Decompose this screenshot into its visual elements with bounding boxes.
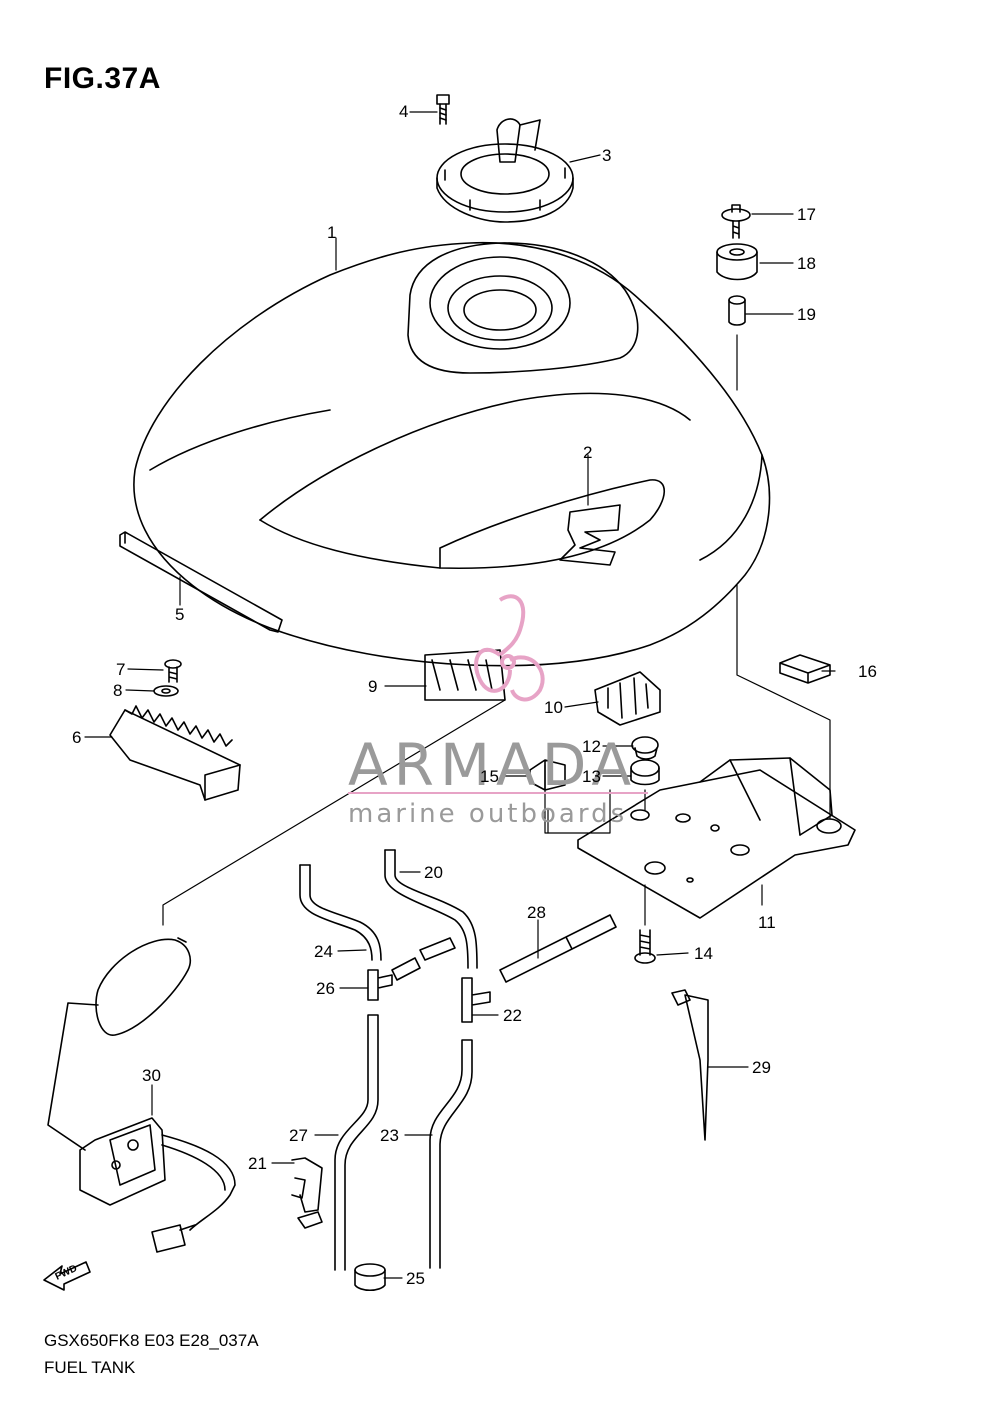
fuel-cap-part [436,118,574,223]
dashed-boxes [544,764,611,834]
forward-arrow-icon [43,1261,91,1291]
callout-5: 5 [175,605,184,624]
callout-26: 26 [316,979,335,998]
pad-part [779,654,831,684]
hose-ends [299,849,396,866]
screw-part [164,659,182,683]
watermark: ARMADA marine outboards [348,594,648,829]
callout-10: 10 [544,698,563,717]
hose-part-24 [299,864,382,961]
tie-part [671,989,709,1141]
forward-label: FWD [54,1263,79,1283]
diagram-code: GSX650FK8 E03 E28_037A [44,1331,259,1350]
callout-23: 23 [380,1126,399,1145]
hose-part-23 [429,1039,473,1269]
clamp-part [291,1157,323,1229]
callout-16: 16 [858,662,877,681]
leader-lines [84,111,836,1279]
callout-21: 21 [248,1154,267,1173]
cap-bolt-part [436,94,450,125]
callout-27: 27 [289,1126,308,1145]
callout-28: 28 [527,903,546,922]
mount-cushion-part [716,243,758,281]
callout-13: 13 [582,767,601,786]
callout-6: 6 [72,728,81,747]
t-joint-part [367,969,393,1001]
callout-8: 8 [113,681,122,700]
tank-bracket-part [109,705,241,801]
hose-part-27 [334,1014,379,1271]
hose-part-20 [384,849,478,969]
fuel-gauge-part [47,937,236,1253]
callout-15: 15 [480,767,499,786]
watermark-tagline: marine outboards [348,799,627,829]
pipe-part-28 [499,914,617,983]
callout-4: 4 [399,102,408,121]
cushion-part-2 [594,671,661,726]
callout-25: 25 [406,1269,425,1288]
grommet-part [631,736,659,760]
callout-2: 2 [583,443,592,462]
callout-18: 18 [797,254,816,273]
tank-emblem [559,504,621,566]
callout-12: 12 [582,737,601,756]
callout-17: 17 [797,205,816,224]
callout-14: 14 [694,944,713,963]
pipe-short [391,937,456,981]
callout-11: 11 [758,913,776,932]
callout-3: 3 [602,146,611,165]
watermark-logo-icon [474,594,545,702]
callout-20: 20 [424,863,443,882]
callout-30: 30 [142,1066,161,1085]
collar-part-25 [354,1263,386,1292]
nut-part [630,759,660,786]
callout-29: 29 [752,1058,771,1077]
callout-24: 24 [314,942,333,961]
callout-labels: 1 2 3 4 5 6 7 8 9 10 11 12 13 14 15 16 1… [72,102,877,1288]
callout-9: 9 [368,677,377,696]
collar-part [728,295,746,326]
tray-bolt-part [634,929,656,964]
tank-tray-part [577,757,856,919]
watermark-rule [348,792,648,794]
t-joint-part-2 [461,977,491,1023]
washer-part [153,685,179,697]
tank-strip-part [119,531,283,633]
mount-bolt-part [721,204,751,239]
callout-19: 19 [797,305,816,324]
fuel-tank-part [133,241,771,667]
callout-1: 1 [327,223,336,242]
callout-22: 22 [503,1006,522,1025]
diagram-name: FUEL TANK [44,1358,136,1377]
figure-title: FIG.37A [44,62,161,95]
callout-7: 7 [116,660,125,679]
watermark-brand: ARMADA [348,731,637,799]
